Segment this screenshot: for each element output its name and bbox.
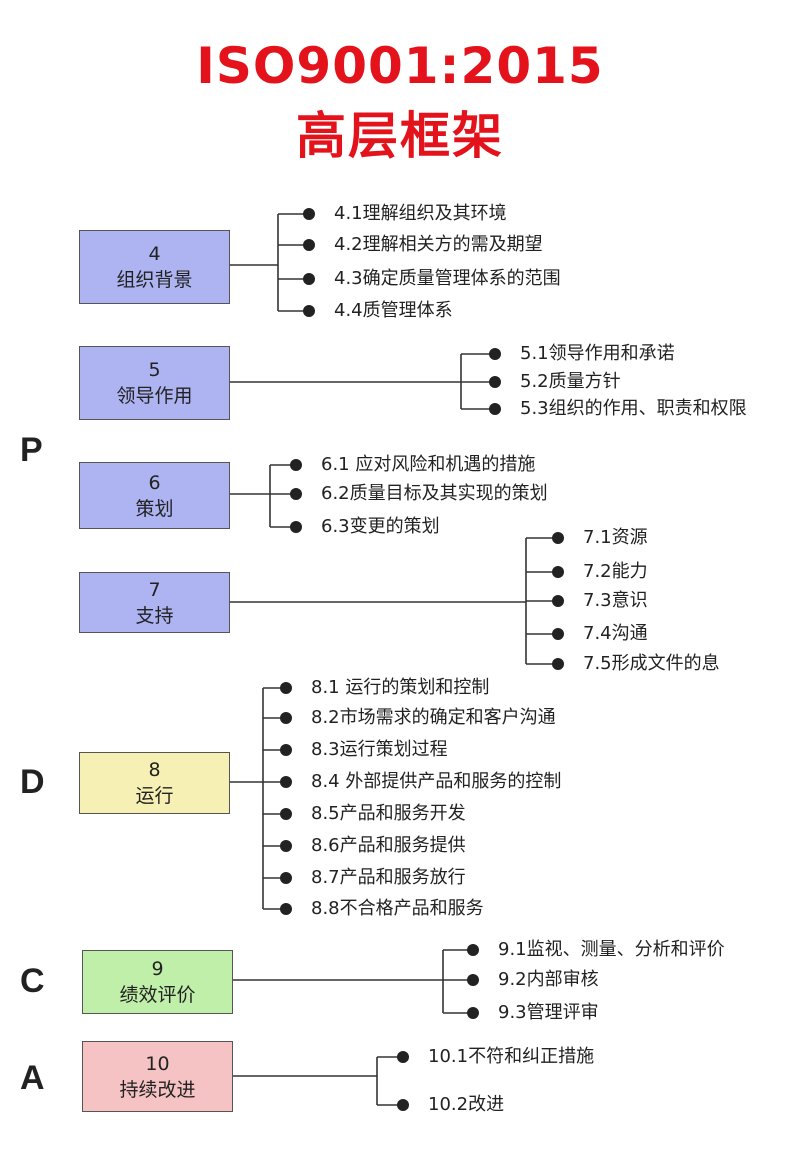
- phase-act-label: A: [20, 1059, 45, 1097]
- list-item: 5.2质量方针: [489, 370, 621, 394]
- list-item: 7.1资源: [552, 526, 648, 550]
- list-item: 4.3确定质量管理体系的范围: [303, 267, 561, 291]
- list-item: 7.4沟通: [552, 622, 648, 646]
- bullet-icon: [303, 305, 315, 317]
- clause-9-box: 9 绩效评价: [82, 950, 233, 1014]
- clause-name: 支持: [135, 604, 174, 627]
- list-item: 8.2市场需求的确定和客户沟通: [280, 706, 556, 730]
- bullet-icon: [280, 776, 292, 788]
- bullet-icon: [552, 595, 564, 607]
- clause-number: 8: [148, 759, 161, 781]
- bullet-icon: [280, 840, 292, 852]
- list-item: 8.6产品和服务提供: [280, 834, 466, 858]
- list-item: 7.3意识: [552, 589, 648, 613]
- bullet-icon: [467, 1007, 479, 1019]
- bullet-icon: [397, 1051, 409, 1063]
- bullet-icon: [552, 628, 564, 640]
- bullet-icon: [467, 974, 479, 986]
- clause-10-box: 10 持续改进: [82, 1041, 233, 1112]
- list-item: 8.3运行策划过程: [280, 738, 448, 762]
- list-item: 8.1 运行的策划和控制: [280, 676, 489, 700]
- clause-number: 9: [151, 958, 164, 980]
- bullet-icon: [290, 488, 302, 500]
- list-item: 5.1领导作用和承诺: [489, 342, 675, 366]
- list-item: 4.2理解相关方的需及期望: [303, 233, 543, 257]
- phase-do-label: D: [20, 763, 45, 801]
- clause-name: 持续改进: [119, 1078, 196, 1101]
- clause-name: 运行: [135, 785, 174, 807]
- list-item: 6.2质量目标及其实现的策划: [290, 482, 548, 506]
- bullet-icon: [280, 903, 292, 915]
- clause-number: 5: [148, 359, 161, 381]
- bullet-icon: [467, 944, 479, 956]
- page-subtitle: 高层框架: [296, 107, 504, 165]
- bullet-icon: [290, 459, 302, 471]
- bullet-icon: [290, 521, 302, 533]
- clause-name: 策划: [135, 497, 174, 520]
- list-item: 10.2改进: [397, 1093, 504, 1117]
- clause-name: 领导作用: [116, 385, 193, 407]
- phase-plan-label: P: [20, 431, 43, 469]
- bullet-icon: [303, 273, 315, 285]
- list-item: 6.1 应对风险和机遇的措施: [290, 453, 535, 477]
- bullet-icon: [489, 403, 501, 415]
- list-item: 7.5形成文件的息: [552, 652, 720, 676]
- bullet-icon: [303, 239, 315, 251]
- list-item: 4.1理解组织及其环境: [303, 202, 507, 226]
- list-item: 6.3变更的策划: [290, 515, 440, 539]
- clause-5-box: 5 领导作用: [79, 346, 230, 420]
- page-title: ISO9001:2015: [196, 37, 604, 95]
- list-item: 9.2内部审核: [467, 968, 599, 992]
- clause-name: 绩效评价: [119, 984, 196, 1006]
- list-item: 4.4质管理体系: [303, 299, 453, 323]
- phase-check-label: C: [20, 962, 45, 1000]
- bullet-icon: [280, 682, 292, 694]
- bullet-icon: [397, 1099, 409, 1111]
- clause-4-box: 4 组织背景: [79, 230, 230, 304]
- clause-6-box: 6 策划: [79, 462, 230, 529]
- list-item: 10.1不符和纠正措施: [397, 1045, 594, 1069]
- list-item: 8.7产品和服务放行: [280, 866, 466, 890]
- list-item: 7.2能力: [552, 560, 648, 584]
- bullet-icon: [303, 208, 315, 220]
- bullet-icon: [280, 712, 292, 724]
- bullet-icon: [552, 566, 564, 578]
- list-item: 9.1监视、测量、分析和评价: [467, 938, 725, 962]
- clause-number: 7: [148, 578, 161, 601]
- bullet-icon: [489, 376, 501, 388]
- clause-number: 10: [145, 1052, 170, 1075]
- bullet-icon: [552, 532, 564, 544]
- list-item: 8.4 外部提供产品和服务的控制: [280, 770, 561, 794]
- list-item: 8.5产品和服务开发: [280, 802, 466, 826]
- bullet-icon: [552, 658, 564, 670]
- clause-7-box: 7 支持: [79, 572, 230, 633]
- list-item: 9.3管理评审: [467, 1001, 599, 1025]
- bullet-icon: [280, 808, 292, 820]
- clause-8-box: 8 运行: [79, 752, 230, 814]
- clause-number: 6: [148, 471, 161, 494]
- list-item: 5.3组织的作用、职责和权限: [489, 397, 747, 421]
- bullet-icon: [489, 348, 501, 360]
- bullet-icon: [280, 872, 292, 884]
- list-item: 8.8不合格产品和服务: [280, 897, 484, 921]
- clause-name: 组织背景: [116, 269, 193, 291]
- bullet-icon: [280, 744, 292, 756]
- clause-number: 4: [148, 243, 161, 265]
